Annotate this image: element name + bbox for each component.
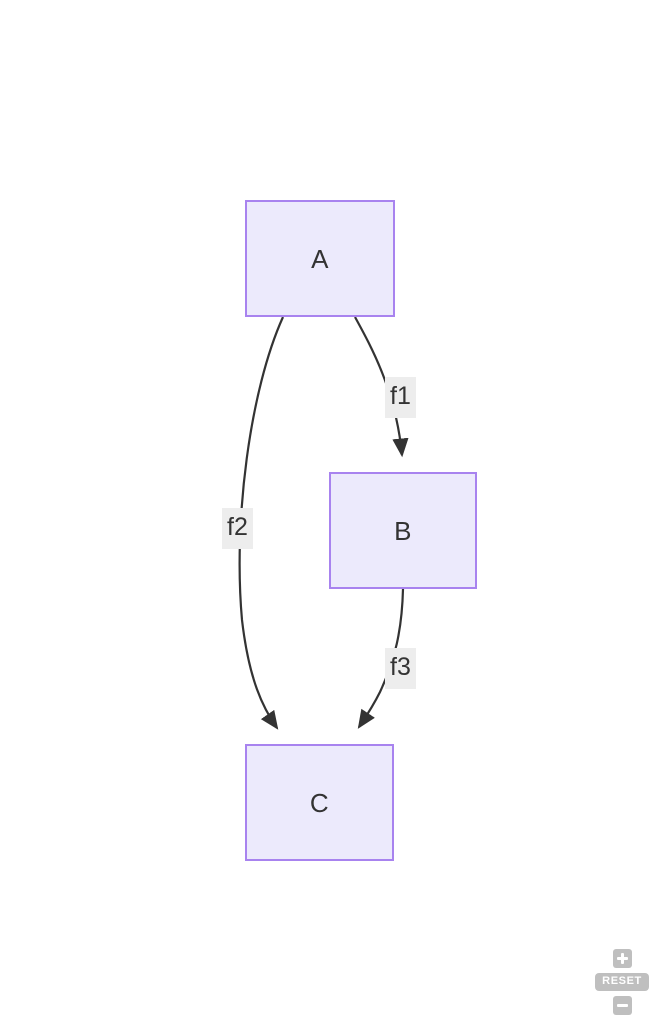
edge-label-f3: f3 bbox=[385, 648, 416, 689]
zoom-in-icon[interactable] bbox=[612, 949, 632, 968]
edge-label-f1: f1 bbox=[385, 377, 416, 418]
flow-node-b[interactable]: B bbox=[329, 472, 477, 589]
edge-path-f3 bbox=[357, 588, 405, 729]
edge-path-f2 bbox=[238, 316, 285, 730]
edge-label-f2: f2 bbox=[222, 508, 253, 549]
flow-node-c-label: C bbox=[309, 787, 330, 818]
zoom-controls: RESET bbox=[588, 949, 656, 1015]
zoom-reset-button[interactable]: RESET bbox=[595, 973, 649, 991]
flow-node-c[interactable]: C bbox=[245, 744, 394, 861]
flow-node-a-label: A bbox=[311, 243, 329, 274]
flow-node-a[interactable]: A bbox=[245, 200, 395, 317]
flow-node-b-label: B bbox=[394, 515, 412, 546]
edge-path-f1 bbox=[354, 316, 409, 458]
zoom-out-icon[interactable] bbox=[612, 996, 632, 1015]
